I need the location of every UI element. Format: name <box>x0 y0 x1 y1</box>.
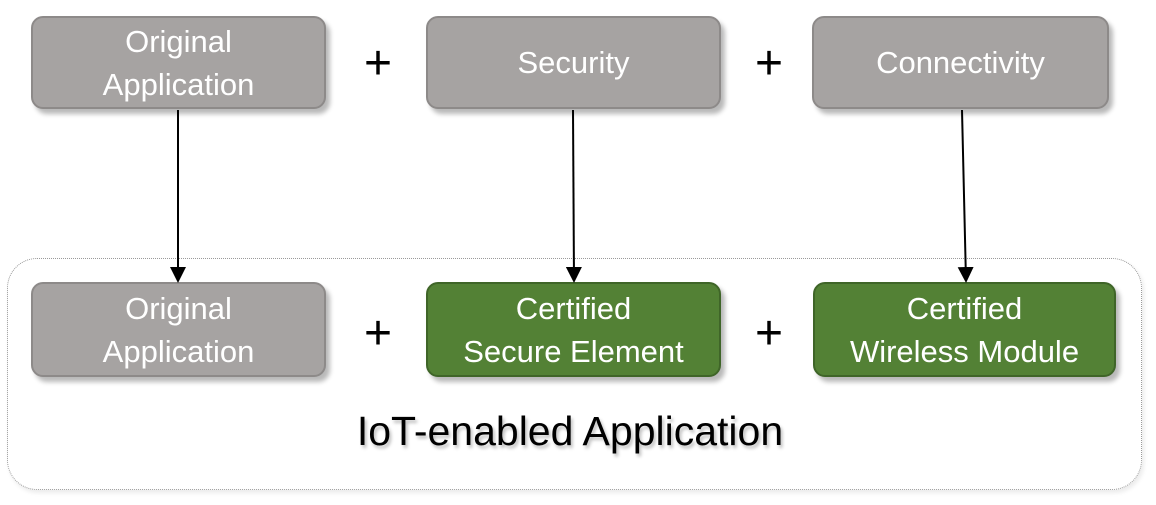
plus-operator: + <box>363 307 393 360</box>
certified-secure-element-box: Certified Secure Element <box>426 282 721 377</box>
top-connectivity-box: Connectivity <box>812 16 1109 109</box>
box-label: Security <box>517 45 630 80</box>
certified-wireless-module-box: Certified Wireless Module <box>813 282 1116 377</box>
box-label-line1: Certified <box>906 290 1023 326</box>
box-label-line2: Application <box>102 66 255 102</box>
box-label-line2: Wireless Module <box>849 333 1080 369</box>
box-label-line2: Application <box>102 333 255 369</box>
bottom-original-application-box: Original Application <box>31 282 326 377</box>
arrow-connectivity <box>957 109 974 283</box>
container-label: IoT-enabled Application <box>356 408 784 454</box>
top-original-application-box: Original Application <box>31 16 326 109</box>
top-security-box: Security <box>426 16 721 109</box>
box-label: Connectivity <box>876 45 1045 80</box>
box-label-line1: Original <box>125 290 232 326</box>
box-label-line2: Secure Element <box>463 333 684 369</box>
arrow-security <box>565 109 582 283</box>
box-label-line1: Original <box>125 23 232 59</box>
box-label-line1: Certified <box>515 290 632 326</box>
plus-operator: + <box>363 37 393 90</box>
plus-operator: + <box>754 37 784 90</box>
plus-operator: + <box>754 307 784 360</box>
